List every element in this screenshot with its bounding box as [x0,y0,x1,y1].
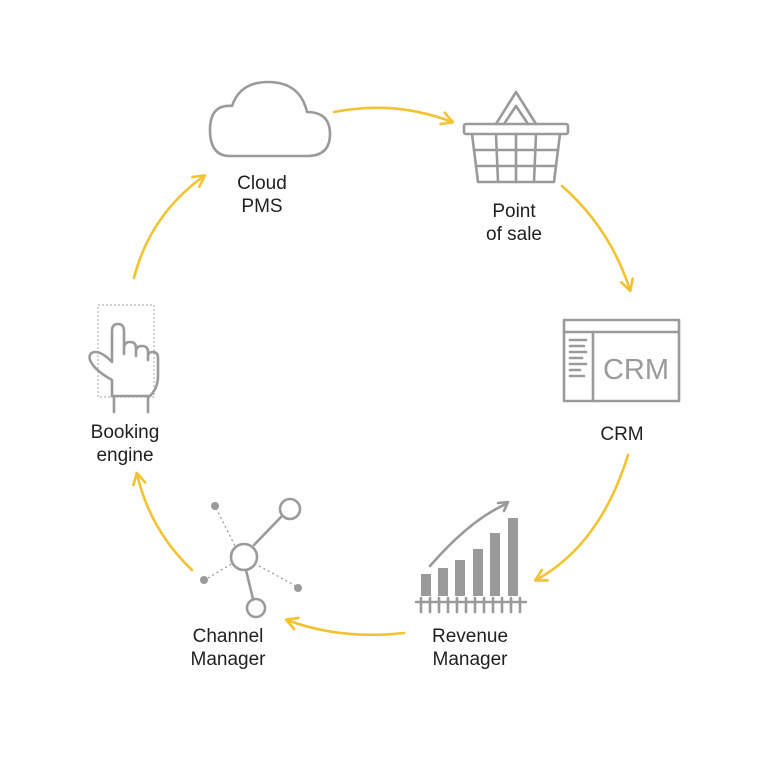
cloud-pms-label-line1: Cloud [237,173,287,194]
revenue-manager-label-line2: Manager [433,649,509,670]
point-of-sale-label-line1: Point [492,201,536,222]
network-nodes-icon [200,497,302,619]
booking-engine-label-line1: Booking [91,422,160,443]
channel-manager-label-line2: Manager [191,649,267,670]
node-revenue-manager: Revenue Manager [414,500,528,670]
cloud-pms-label-line2: PMS [241,196,282,217]
bar-chart-ticks [419,596,522,614]
point-of-sale-label-line2: of sale [486,224,542,245]
node-channel-manager: Channel Manager [191,497,302,670]
node-cloud-pms: Cloud PMS [208,80,332,217]
arrow-revenue-to-channel [284,616,406,637]
arrow-crm-to-revenue [533,453,630,582]
arrow-booking-to-cloud [132,174,207,280]
arrow-channel-to-booking [132,471,194,572]
cloud-icon [208,80,332,158]
crm-window-icon: CRM [562,318,681,403]
channel-manager-label-line1: Channel [193,626,264,647]
bar-chart-bars [421,518,518,596]
arrow-pos-to-crm [560,184,634,293]
crm-icon-text: CRM [603,354,669,386]
bar-chart-trend-icon [414,500,528,614]
crm-label: CRM [600,424,643,445]
booking-engine-label-line2: engine [96,445,153,466]
node-booking-engine: Booking engine [88,304,160,466]
shopping-basket-icon [462,90,570,184]
cycle-arrows [132,106,634,637]
hand-pointer-icon [88,304,160,414]
arrow-cloud-to-pos [332,106,455,126]
node-point-of-sale: Point of sale [462,90,570,245]
node-crm: CRM CRM [562,318,681,445]
revenue-manager-label-line1: Revenue [432,626,508,647]
